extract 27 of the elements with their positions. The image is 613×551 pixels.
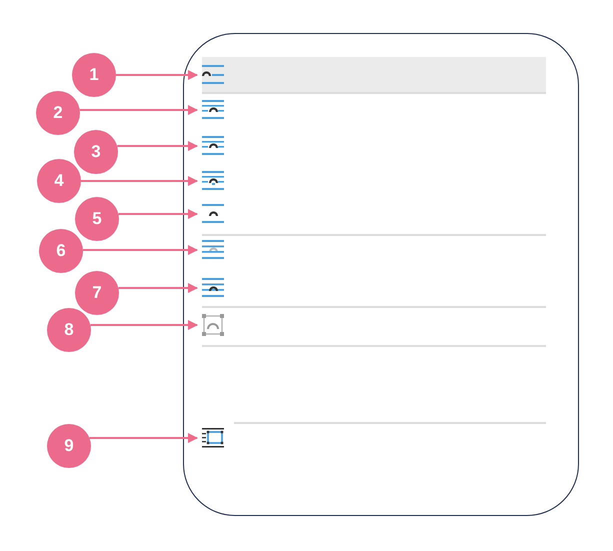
callout-number: 2 — [36, 91, 80, 135]
arrow — [90, 320, 198, 330]
inline-wrap-icon — [202, 64, 224, 86]
arrow — [82, 245, 198, 255]
arrow — [81, 176, 198, 186]
callout-number: 6 — [39, 229, 83, 273]
callout-number: 5 — [75, 197, 119, 241]
callout-number: 4 — [37, 159, 81, 203]
callout-number: 9 — [47, 424, 91, 468]
arrow — [116, 70, 198, 80]
edit-wrap-points-icon — [202, 314, 224, 336]
top-bottom-wrap-icon — [202, 203, 224, 225]
callout-number: 3 — [74, 130, 118, 174]
arrow — [117, 141, 198, 151]
arrow — [118, 209, 198, 219]
callout-number: 8 — [47, 308, 91, 352]
arrow — [90, 433, 198, 443]
callout-number: 7 — [75, 271, 119, 315]
arrow — [80, 105, 198, 115]
through-wrap-icon — [202, 170, 224, 192]
callout-number: 1 — [72, 53, 116, 97]
square-wrap-icon — [202, 99, 224, 121]
behind-text-icon — [202, 239, 224, 261]
arrow — [118, 283, 198, 293]
layout-options-icon — [202, 427, 224, 449]
tight-wrap-icon — [202, 135, 224, 157]
in-front-of-text-icon — [202, 277, 224, 299]
